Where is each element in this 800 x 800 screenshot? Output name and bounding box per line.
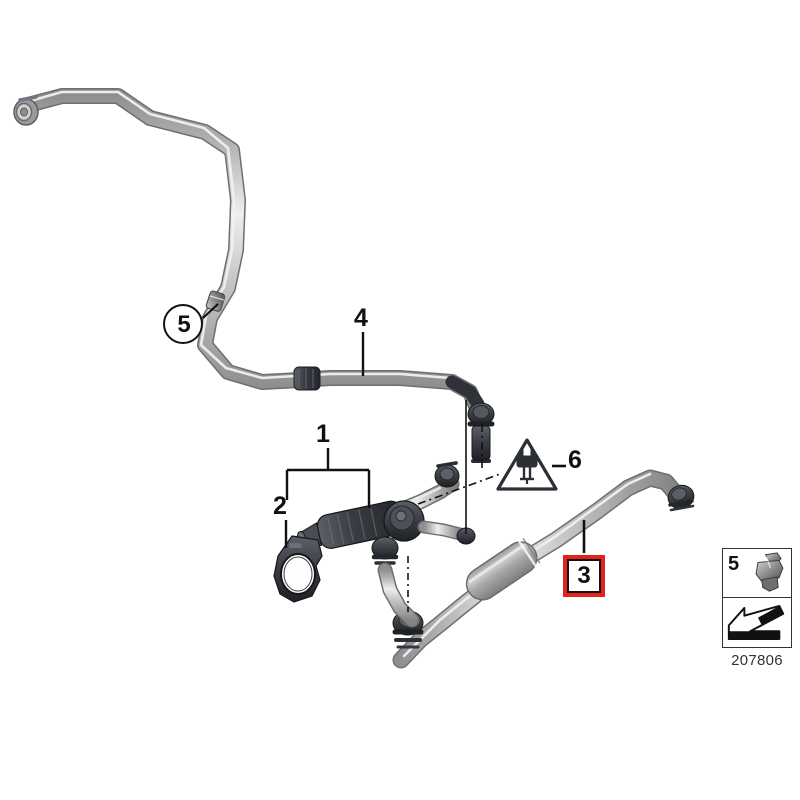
callout-3-text: 3 [567, 559, 601, 593]
callout-5-leader [202, 303, 219, 319]
callout-5-circle [163, 304, 203, 344]
vacuum-valve-assembly-1 [296, 461, 476, 628]
hose-damper [465, 537, 541, 601]
connector-warning-symbol-6 [496, 438, 558, 491]
arrow-icon [727, 605, 785, 640]
callout-5-text: 5 [177, 311, 191, 338]
upper-vacuum-line-4 [20, 88, 484, 414]
callout-label-4[interactable]: 4 [354, 304, 368, 332]
legend-number: 5 [728, 553, 740, 575]
line4-end-connector [445, 375, 495, 463]
clip-icon [755, 552, 784, 592]
hose-collar-joint [293, 366, 321, 391]
mounting-grommet-2 [273, 535, 323, 603]
diagram-reference-number: 207806 [731, 652, 783, 669]
callout-label-1[interactable]: 1 [316, 420, 330, 448]
legend-box: 5 [722, 548, 792, 648]
legend-cell-arrow [723, 598, 791, 647]
callout-6-dashdot [417, 424, 501, 505]
callout-label-3-highlighted[interactable]: 3 [563, 555, 605, 597]
retaining-clip-5 [205, 290, 226, 312]
hose-end-fitting-left [13, 95, 39, 126]
hose3-end-connector [667, 484, 695, 512]
valve-detail-leaders [407, 400, 467, 612]
callout-label-5[interactable]: 5 [163, 304, 205, 346]
vacuum-hose-3 [392, 469, 685, 669]
legend-cell-clip: 5 [723, 549, 791, 598]
plug-icon [516, 449, 538, 484]
callout-label-6[interactable]: 6 [568, 446, 582, 474]
callout-label-2[interactable]: 2 [273, 492, 287, 520]
callout-1-bracket [285, 448, 371, 508]
